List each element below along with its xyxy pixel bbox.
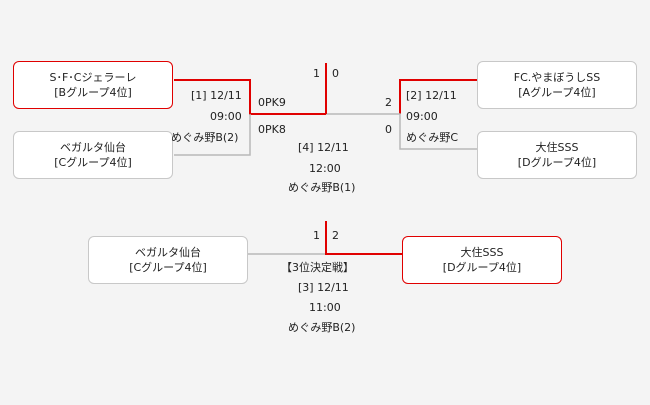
team-name: 大住SSS <box>535 141 579 154</box>
team-group: [Aグループ4位] <box>518 86 596 99</box>
semi-right-lose-line <box>326 113 477 150</box>
final-score-left: 1 <box>313 67 320 80</box>
semi-right-score-top: 2 <box>385 96 392 109</box>
team-fc-yamaboushi[interactable]: FC.やまぼうしSS [Aグループ4位] <box>477 61 637 109</box>
final-match-date: [4] 12/11 <box>298 141 349 154</box>
semi-left-match-date: [1] 12/11 <box>191 89 242 102</box>
team-group: [Dグループ4位] <box>442 261 522 274</box>
team-sfc-gerare[interactable]: S･F･Cジェラーレ [Bグループ4位] <box>13 61 173 109</box>
semi-left-pk-top: 0PK9 <box>258 96 286 109</box>
semi-right-win-line <box>399 79 477 114</box>
third-team-vegalta-sendai[interactable]: ベガルタ仙台 [Cグループ4位] <box>88 236 248 284</box>
team-name: ベガルタ仙台 <box>135 246 201 259</box>
final-time: 12:00 <box>309 162 341 175</box>
semi-left-pk-bottom: 0PK8 <box>258 123 286 136</box>
third-score-left: 1 <box>313 229 320 242</box>
third-score-right: 2 <box>332 229 339 242</box>
third-venue: めぐみ野B(2) <box>288 321 356 334</box>
semi-left-venue: めぐみ野B(2) <box>171 131 239 144</box>
team-group: [Bグループ4位] <box>54 86 132 99</box>
team-osumi-sss[interactable]: 大住SSS [Dグループ4位] <box>477 131 637 179</box>
team-name: 大住SSS <box>460 246 504 259</box>
third-team-osumi-sss[interactable]: 大住SSS [Dグループ4位] <box>402 236 562 284</box>
final-venue: めぐみ野B(1) <box>288 181 356 194</box>
semi-right-match-date: [2] 12/11 <box>406 89 457 102</box>
semi-left-time: 09:00 <box>210 110 242 123</box>
team-group: [Cグループ4位] <box>129 261 207 274</box>
team-name: ベガルタ仙台 <box>60 141 126 154</box>
team-group: [Cグループ4位] <box>54 156 132 169</box>
third-time: 11:00 <box>309 301 341 314</box>
third-win-line <box>325 221 402 255</box>
team-group: [Dグループ4位] <box>517 156 597 169</box>
team-name: FC.やまぼうしSS <box>513 71 601 84</box>
semi-left-win-line <box>174 79 326 115</box>
team-vegalta-sendai[interactable]: ベガルタ仙台 [Cグループ4位] <box>13 131 173 179</box>
team-name: S･F･Cジェラーレ <box>49 71 137 84</box>
semi-right-score-bottom: 0 <box>385 123 392 136</box>
third-place-title: 【3位決定戦】 <box>281 261 354 274</box>
third-match-date: [3] 12/11 <box>298 281 349 294</box>
final-score-right: 0 <box>332 67 339 80</box>
semi-left-lose-line <box>174 114 251 156</box>
semi-right-venue: めぐみ野C <box>406 131 459 144</box>
semi-right-time: 09:00 <box>406 110 438 123</box>
